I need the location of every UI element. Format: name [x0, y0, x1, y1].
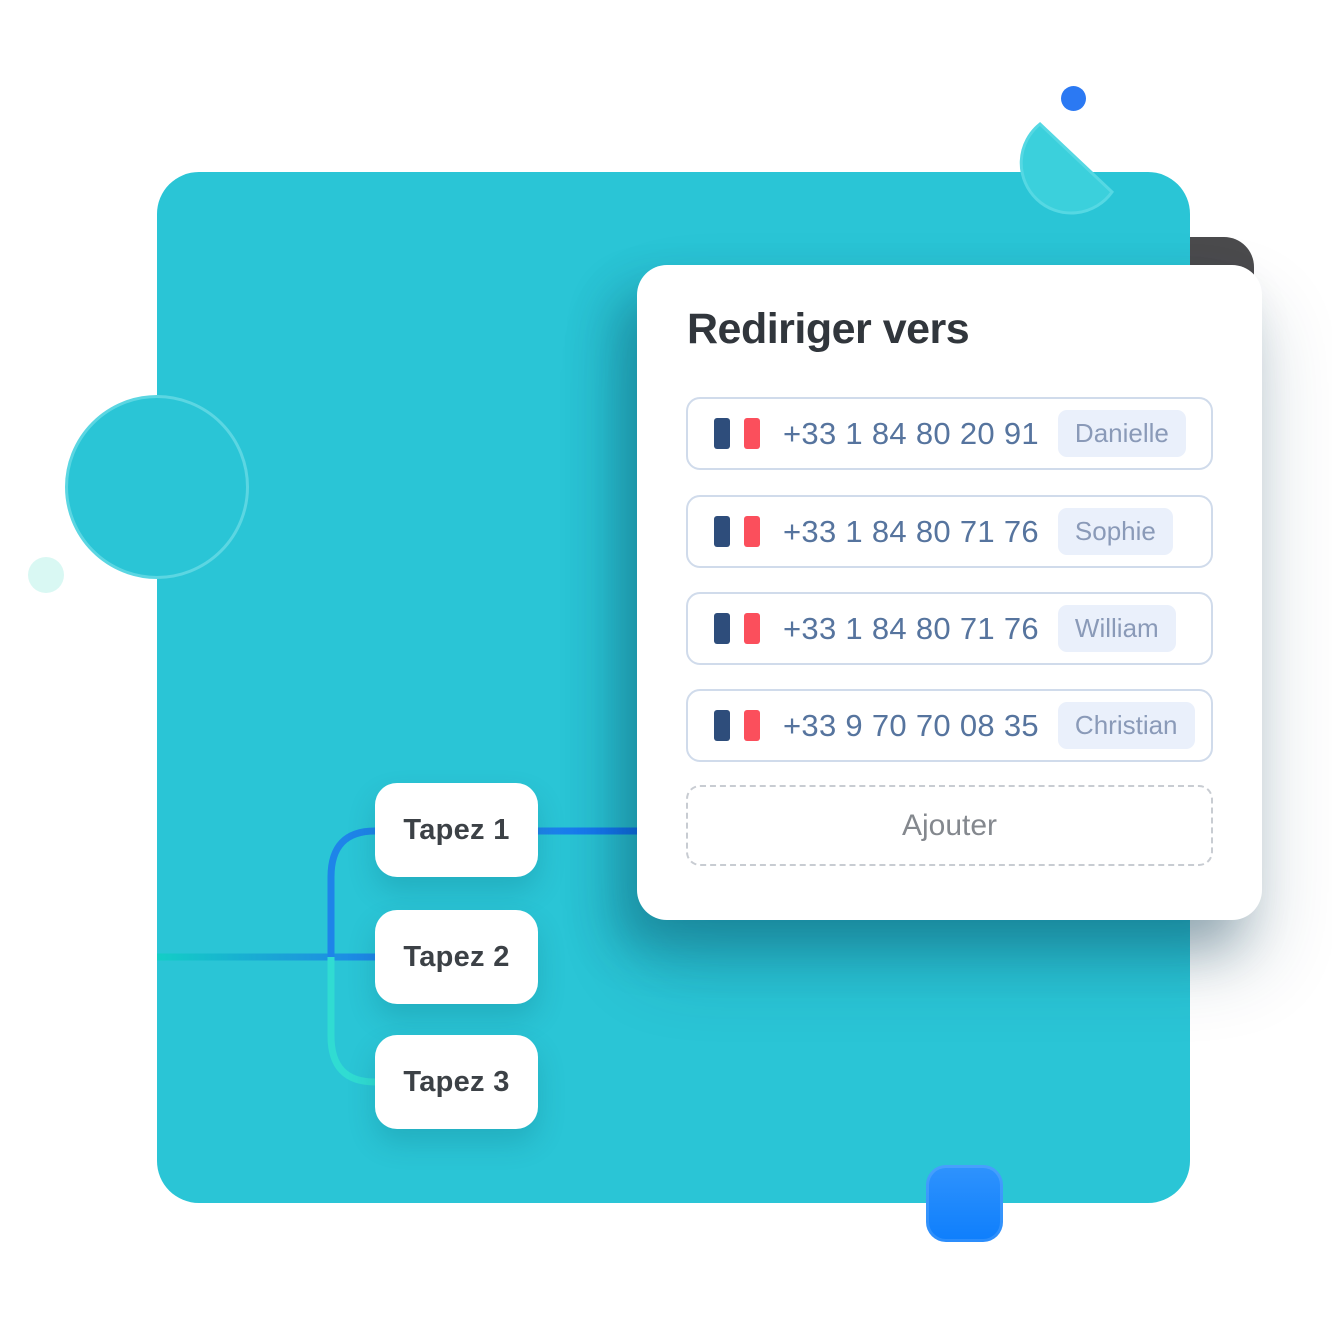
card-title: Rediriger vers	[687, 305, 970, 353]
teal-half-circle-decoration	[65, 395, 249, 579]
phone-number: +33 1 84 80 71 76	[783, 513, 1039, 549]
france-flag-icon	[714, 710, 761, 741]
add-number-button[interactable]: Ajouter	[686, 785, 1213, 866]
phone-number: +33 9 70 70 08 35	[783, 707, 1039, 743]
redirect-card: Rediriger vers +33 1 84 80 20 91 Daniell…	[637, 265, 1262, 920]
contact-name-badge: Christian	[1057, 702, 1195, 749]
phone-row[interactable]: +33 1 84 80 71 76 Sophie	[686, 495, 1213, 568]
blue-dot-decoration	[1061, 86, 1086, 111]
phone-row[interactable]: +33 9 70 70 08 35 Christian	[686, 689, 1213, 762]
phone-row[interactable]: +33 1 84 80 20 91 Danielle	[686, 397, 1213, 470]
flow-node-tapez-2[interactable]: Tapez 2	[375, 910, 538, 1004]
phone-number: +33 1 84 80 20 91	[783, 415, 1039, 451]
flow-node-label: Tapez 2	[403, 940, 510, 973]
contact-name-badge: Danielle	[1057, 410, 1186, 457]
france-flag-icon	[714, 516, 761, 547]
phone-number: +33 1 84 80 71 76	[783, 610, 1039, 646]
blue-square-decoration	[926, 1165, 1003, 1242]
phone-row[interactable]: +33 1 84 80 71 76 William	[686, 592, 1213, 665]
flow-node-label: Tapez 3	[403, 1065, 510, 1098]
contact-name-badge: William	[1057, 605, 1176, 652]
flow-node-tapez-3[interactable]: Tapez 3	[375, 1035, 538, 1129]
france-flag-icon	[714, 613, 761, 644]
contact-name-badge: Sophie	[1057, 508, 1173, 555]
france-flag-icon	[714, 418, 761, 449]
mint-dot-decoration	[28, 557, 64, 593]
flow-node-tapez-1[interactable]: Tapez 1	[375, 783, 538, 877]
flow-node-label: Tapez 1	[403, 813, 510, 846]
